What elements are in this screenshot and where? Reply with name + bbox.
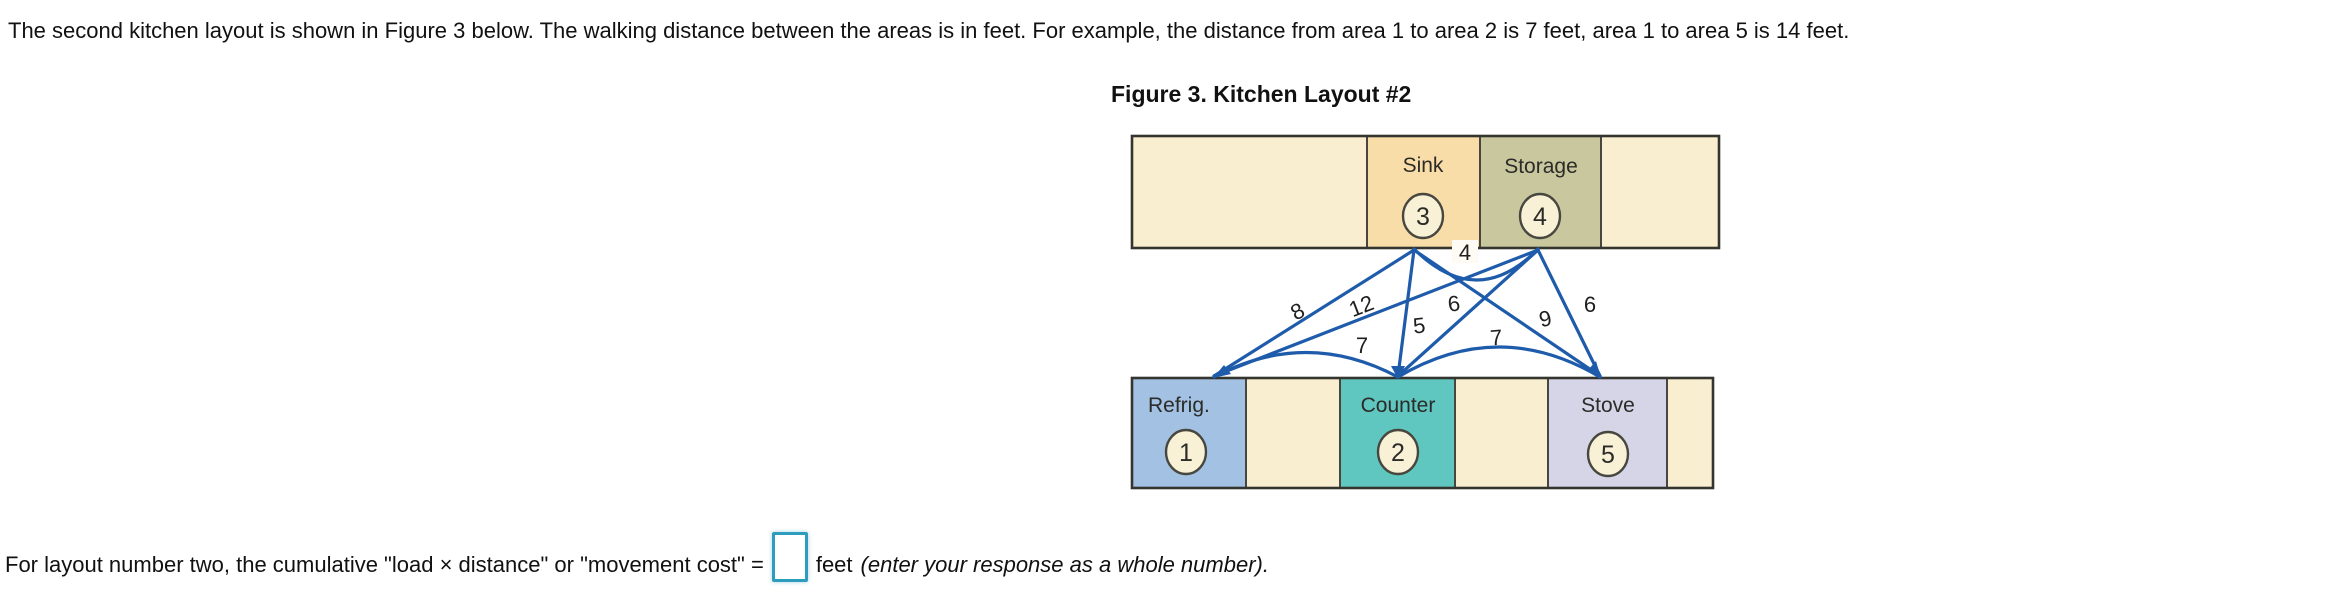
edge-1-4	[1212, 248, 1540, 378]
area-numbers: 3 4 1 2 5	[1179, 203, 1615, 469]
figure-title: Figure 3. Kitchen Layout #2	[1111, 81, 1412, 107]
edge-label-3-4: 4	[1459, 240, 1471, 265]
intro-text: The second kitchen layout is shown in Fi…	[8, 18, 1850, 43]
edge-label-2-4: 6	[1446, 290, 1462, 316]
edge-label-1-4: 12	[1345, 290, 1377, 322]
edge-2-5-arc	[1396, 345, 1602, 379]
arrowhead-node-1	[1213, 365, 1231, 378]
bottom-empty-cell-2	[1454, 377, 1549, 489]
edge-label-1-2: 7	[1356, 333, 1368, 358]
edge-1-2-arc	[1212, 351, 1400, 379]
edge-label-3-5: 9	[1537, 305, 1555, 332]
sink-label: Sink	[1403, 154, 1444, 177]
edge-2-4	[1396, 248, 1540, 378]
edge-label-2-3: 5	[1412, 312, 1427, 338]
bottom-empty-cell-1	[1245, 377, 1341, 489]
edge-label-2-5: 7	[1489, 325, 1503, 351]
edge-1-3	[1212, 248, 1416, 378]
node-number-2: 2	[1391, 439, 1405, 467]
edge-3-4-arc	[1412, 247, 1540, 282]
question-line: For layout number two, the cumulative "l…	[5, 532, 1269, 582]
node-circle-1	[1164, 428, 1208, 476]
node-number-5: 5	[1601, 441, 1615, 469]
edge-label-1-3: 8	[1286, 297, 1309, 325]
question-text-after: feet	[815, 552, 853, 577]
area-names: Sink Storage Refrig. Counter Stove	[1148, 154, 1635, 417]
edge-arrowheads	[1213, 361, 1601, 379]
bottom-empty-cell-3	[1666, 377, 1714, 489]
top-empty-cell-left	[1131, 135, 1368, 249]
edge-label-4-5: 6	[1584, 292, 1596, 317]
counter-label: Counter	[1361, 394, 1436, 417]
node-circle-4	[1518, 192, 1562, 240]
top-empty-cell-right	[1600, 135, 1720, 249]
edge-4-5	[1536, 248, 1602, 378]
node-circle-3	[1401, 192, 1445, 240]
top-strip-outline	[1130, 134, 1721, 250]
refrig-label: Refrig.	[1148, 394, 1210, 417]
edge-label-3-4-backing	[1452, 240, 1478, 263]
node-number-4: 4	[1533, 203, 1547, 231]
answer-input[interactable]	[771, 532, 808, 582]
question-hint: (enter your response as a whole number).	[860, 552, 1269, 577]
edge-2-3	[1396, 248, 1416, 378]
arrowhead-node-5	[1587, 361, 1601, 378]
distance-edges	[1212, 247, 1602, 379]
node-number-3: 3	[1416, 203, 1430, 231]
area-number-circles	[1164, 192, 1630, 478]
bottom-strip-outline	[1130, 376, 1715, 490]
arrowhead-node-2	[1391, 366, 1405, 379]
node-number-1: 1	[1179, 439, 1193, 467]
node-circle-2	[1376, 428, 1420, 476]
question-text-before: For layout number two, the cumulative "l…	[5, 552, 764, 577]
stove-label: Stove	[1581, 394, 1635, 417]
storage-label: Storage	[1504, 155, 1578, 178]
node-circle-5	[1586, 430, 1630, 478]
